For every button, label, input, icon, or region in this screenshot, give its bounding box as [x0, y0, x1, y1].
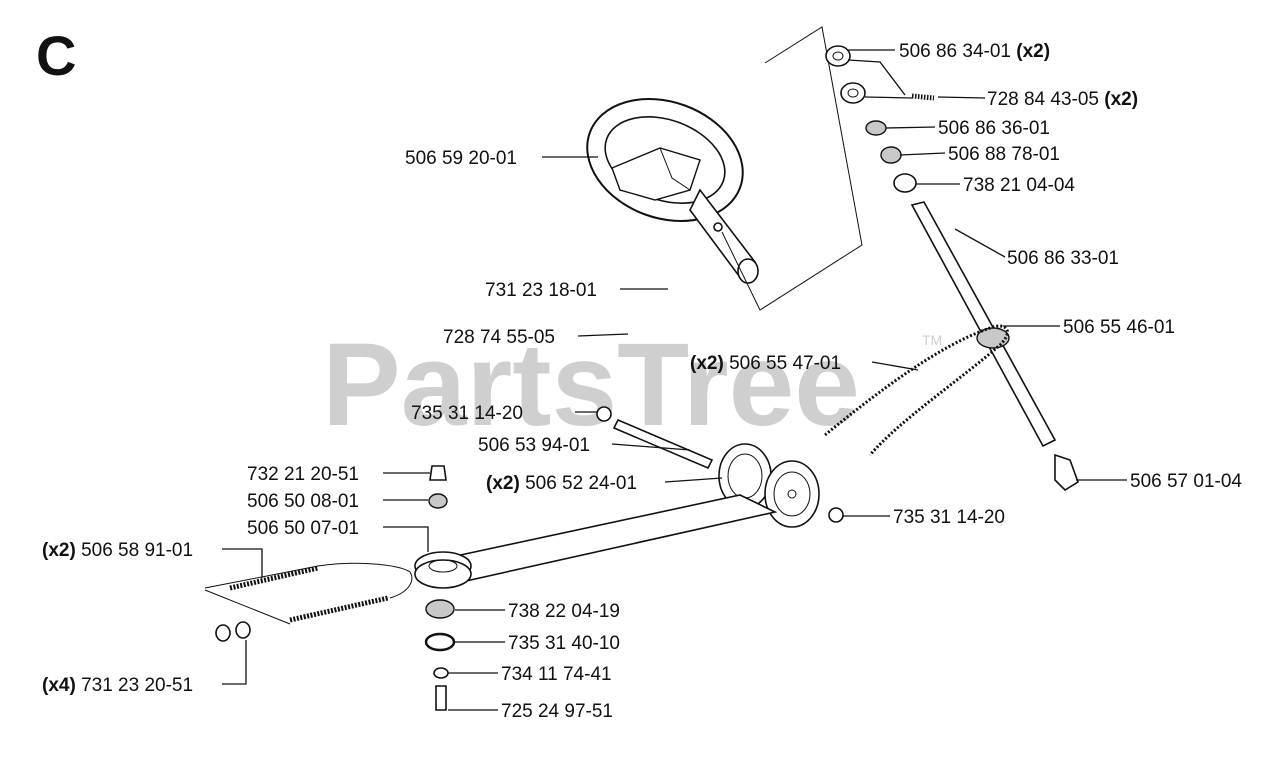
part-label-p12[interactable]: 735 31 14-20: [411, 403, 523, 424]
part-label-p15[interactable]: (x2) 506 52 24-01: [486, 473, 637, 494]
part-label-p1[interactable]: 506 86 34-01 (x2): [899, 41, 1050, 62]
part-label-p9[interactable]: 728 74 55-05: [443, 327, 555, 348]
part-labels: 506 86 34-01 (x2) 728 84 43-05 (x2) 506 …: [42, 41, 1242, 722]
upper-shaft-parts: [825, 45, 1079, 492]
part-label-p13[interactable]: 506 53 94-01: [478, 435, 590, 456]
watermark-tm: TM: [922, 332, 942, 348]
section-letter: C: [36, 24, 76, 87]
part-label-p25[interactable]: 725 24 97-51: [501, 701, 613, 722]
part-label-p2[interactable]: 728 84 43-05 (x2): [987, 89, 1138, 110]
part-label-p19[interactable]: 506 50 07-01: [247, 518, 359, 539]
part-label-p8[interactable]: 731 23 18-01: [485, 280, 597, 301]
part-label-p14[interactable]: 732 21 20-51: [247, 464, 359, 485]
part-label-p24[interactable]: (x4) 731 23 20-51: [42, 675, 193, 696]
part-label-p23[interactable]: 734 11 74-41: [501, 664, 612, 685]
part-label-p4[interactable]: 506 88 78-01: [948, 144, 1060, 165]
pulleys: [596, 406, 844, 528]
part-label-p16[interactable]: 506 57 01-04: [1130, 471, 1242, 492]
leader-lines: [222, 49, 1127, 711]
part-label-p17[interactable]: 506 50 08-01: [247, 491, 359, 512]
steering-wheel: [586, 98, 759, 284]
part-label-p10[interactable]: 506 55 46-01: [1063, 317, 1175, 338]
part-label-p20[interactable]: (x2) 506 58 91-01: [42, 540, 193, 561]
part-label-p21[interactable]: 738 22 04-19: [508, 601, 620, 622]
part-label-p5[interactable]: 738 21 04-04: [963, 175, 1075, 196]
lower-arm: [426, 494, 778, 586]
part-label-p7[interactable]: 506 86 33-01: [1007, 248, 1119, 269]
tie-rods: [204, 562, 413, 642]
lower-pivot-parts: [414, 465, 472, 711]
part-label-p18[interactable]: 735 31 14-20: [893, 507, 1005, 528]
chain: [824, 324, 1009, 456]
assembly-outline: [721, 26, 863, 311]
part-label-p6[interactable]: 506 59 20-01: [405, 148, 517, 169]
drawing: [204, 26, 1079, 711]
part-label-p3[interactable]: 506 86 36-01: [938, 118, 1050, 139]
watermark-text: PartsTree: [322, 319, 860, 451]
part-label-p11[interactable]: (x2) 506 55 47-01: [690, 353, 841, 374]
part-label-p22[interactable]: 735 31 40-10: [508, 633, 620, 654]
